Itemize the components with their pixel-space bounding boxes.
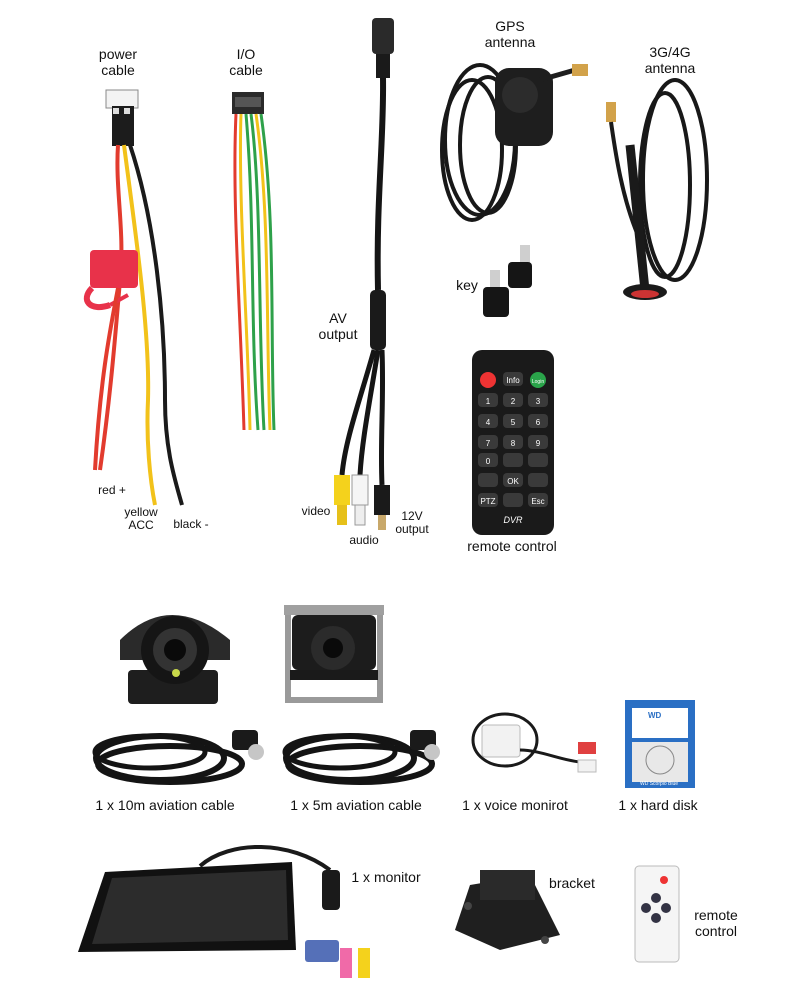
label-yellow-line2: ACC xyxy=(128,518,154,532)
label-io-cable-line1: I/O xyxy=(236,46,256,62)
label-monitor: 1 x monitor xyxy=(351,869,421,885)
label-audio: audio xyxy=(349,533,379,547)
label-red: red + xyxy=(98,483,126,497)
label-gps-line2: antenna xyxy=(484,34,536,50)
label-yellow: yellow ACC xyxy=(118,506,164,532)
hdd-brand: WD xyxy=(648,711,662,720)
label-power-cable-line2: cable xyxy=(101,62,135,78)
label-av-output: AV output xyxy=(310,310,366,342)
remote-brand: DVR xyxy=(503,515,523,525)
remote-key-8: 8 xyxy=(511,439,516,448)
remote-key-5: 5 xyxy=(511,418,516,427)
label-small-remote-line2: control xyxy=(694,923,738,939)
label-3g4g-line2: antenna xyxy=(644,60,696,76)
label-gps: GPS antenna xyxy=(470,18,550,50)
remote-key-ptz: PTZ xyxy=(480,497,495,506)
monitor xyxy=(78,845,370,978)
label-video: video xyxy=(301,504,331,518)
label-yellow-line1: yellow xyxy=(124,505,158,519)
label-5m-cable: 1 x 5m aviation cable xyxy=(290,797,422,813)
side-camera xyxy=(120,615,230,704)
label-io-cable-line2: cable xyxy=(229,62,263,78)
fuse-holder xyxy=(83,250,138,310)
av-output-cable xyxy=(334,18,394,530)
gps-antenna xyxy=(440,63,588,222)
label-key: key xyxy=(456,277,478,293)
label-power-cable-line1: power xyxy=(98,46,138,62)
remote-key-esc: Esc xyxy=(531,497,544,506)
label-remote-control: remote control xyxy=(467,538,557,554)
label-voice-monitor: 1 x voice monirot xyxy=(462,797,568,813)
remote-key-3: 3 xyxy=(536,397,541,406)
label-gps-line1: GPS xyxy=(495,18,525,34)
remote-key-2: 2 xyxy=(511,397,516,406)
keys xyxy=(483,245,532,317)
label-small-remote: remote control xyxy=(688,907,744,939)
remote-key-1: 1 xyxy=(486,397,491,406)
label-12v-line1: 12V xyxy=(401,509,423,523)
label-bracket: bracket xyxy=(549,875,595,891)
label-hard-disk: 1 x hard disk xyxy=(618,797,698,813)
label-10m-cable: 1 x 10m aviation cable xyxy=(95,797,235,813)
label-av-line1: AV xyxy=(329,310,347,326)
io-cable xyxy=(232,92,276,431)
remote-control: Info Login 1 2 3 4 5 6 7 8 9 0 OK PTZ Es… xyxy=(472,350,554,535)
remote-key-4: 4 xyxy=(486,418,491,427)
3g4g-antenna xyxy=(606,78,709,300)
remote-key-6: 6 xyxy=(536,418,541,427)
label-black: black - xyxy=(173,517,209,531)
bracket xyxy=(455,870,560,950)
voice-monitor xyxy=(471,712,597,773)
hard-disk: WD WD Scorpio Blue xyxy=(625,700,695,788)
aviation-cable-5m xyxy=(282,730,440,785)
power-cable xyxy=(83,89,184,506)
remote-key-9: 9 xyxy=(536,439,541,448)
label-io-cable: I/O cable xyxy=(220,46,272,78)
label-12v-output: 12V output xyxy=(392,510,432,536)
label-12v-line2: output xyxy=(395,522,429,536)
label-3g4g: 3G/4G antenna xyxy=(630,44,710,76)
remote-key-info: Info xyxy=(506,376,520,385)
small-remote xyxy=(634,865,680,963)
remote-key-0: 0 xyxy=(486,457,491,466)
remote-key-login: Login xyxy=(532,379,544,385)
label-3g4g-line1: 3G/4G xyxy=(649,44,691,60)
label-small-remote-line1: remote xyxy=(694,907,738,923)
rear-camera xyxy=(284,605,384,703)
remote-key-7: 7 xyxy=(486,439,491,448)
remote-key-ok: OK xyxy=(507,477,519,486)
hdd-model: WD Scorpio Blue xyxy=(640,781,678,787)
label-power-cable: power cable xyxy=(92,46,144,78)
label-av-line2: output xyxy=(318,326,358,342)
aviation-cable-10m xyxy=(92,730,264,785)
